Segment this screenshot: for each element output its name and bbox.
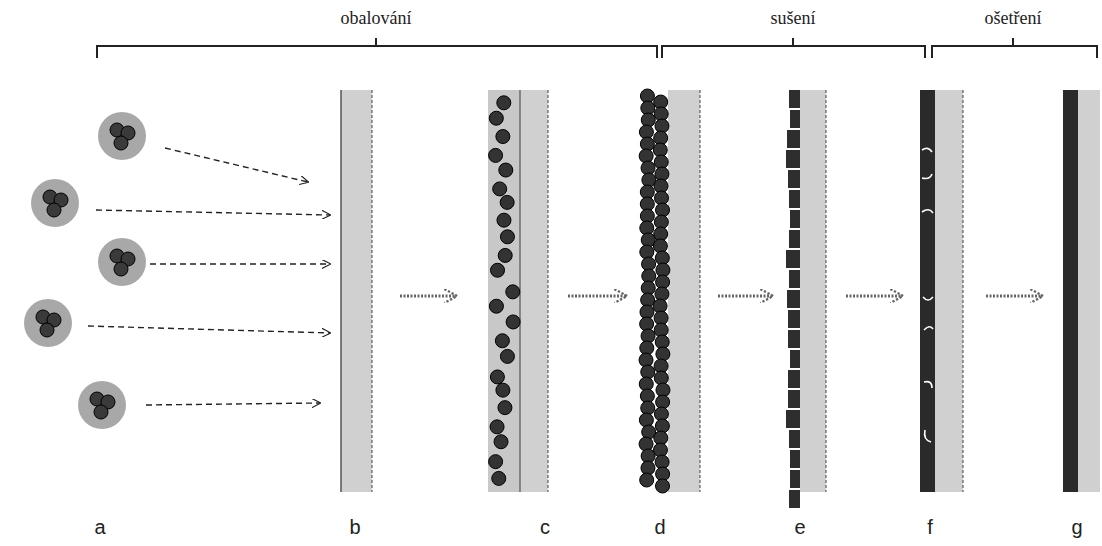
- film-gap: [786, 428, 793, 430]
- particle: [499, 163, 513, 177]
- particle: [47, 203, 61, 217]
- particle: [497, 96, 511, 110]
- film-gap: [788, 408, 795, 410]
- particle: [40, 323, 54, 337]
- binder-droplet: [98, 238, 146, 286]
- particle: [94, 405, 108, 419]
- particle: [495, 334, 509, 348]
- dried-particle-film: [788, 330, 800, 348]
- panel-letter: g: [1071, 516, 1082, 539]
- binder-droplet: [98, 112, 146, 160]
- stage-label: ošetření: [985, 8, 1042, 29]
- stage-bracket: [97, 38, 1097, 58]
- dried-particle-film: [789, 90, 800, 108]
- panel-letter: f: [927, 516, 933, 539]
- dried-particle-film: [787, 290, 800, 308]
- particle: [655, 479, 669, 493]
- particle: [640, 473, 654, 487]
- film-gap: [789, 208, 796, 210]
- dried-particle-film: [786, 150, 800, 168]
- particle: [114, 136, 128, 150]
- dried-particle-film: [789, 190, 800, 208]
- film-gap: [787, 148, 794, 150]
- particle: [497, 213, 511, 227]
- particle: [114, 262, 128, 276]
- dried-particle-film: [790, 210, 800, 228]
- particle: [490, 420, 504, 434]
- panel-letter: d: [654, 516, 665, 539]
- film-gap: [788, 388, 795, 390]
- binder-droplet: [24, 299, 72, 347]
- dried-particle-film: [787, 130, 800, 148]
- particle: [496, 383, 510, 397]
- particle: [500, 230, 514, 244]
- stage-label: obalování: [341, 8, 412, 29]
- dried-particle-film: [790, 450, 800, 468]
- particle: [489, 148, 503, 162]
- stage-label: sušení: [771, 8, 816, 29]
- particle: [489, 299, 503, 313]
- dried-particle-film: [788, 170, 800, 188]
- dried-particle-film: [786, 410, 800, 428]
- dried-particle-film: [789, 230, 800, 248]
- particle: [498, 401, 512, 415]
- substrate-plate: [341, 90, 1100, 492]
- particle: [500, 195, 514, 209]
- particle: [506, 315, 520, 329]
- particles: [24, 89, 800, 508]
- deposition-arrow: [88, 148, 330, 405]
- dried-particle-film: [788, 310, 800, 328]
- particle: [493, 182, 507, 196]
- dried-particle-film: [789, 270, 800, 288]
- panel-letter: b: [349, 516, 360, 539]
- dried-particle-film: [789, 430, 800, 448]
- film-gap: [790, 468, 797, 470]
- dried-particle-film: [786, 250, 800, 268]
- film-gap: [788, 348, 795, 350]
- particle: [489, 111, 503, 125]
- coating-cracks: [922, 148, 933, 442]
- panel-letter: a: [94, 516, 105, 539]
- particle: [500, 349, 514, 363]
- panel-letter: e: [794, 516, 805, 539]
- particle: [492, 471, 506, 485]
- dried-particle-film: [790, 350, 800, 368]
- binder-droplet: [31, 179, 79, 227]
- dried-particle-film: [788, 390, 800, 408]
- dried-particle-film: [789, 490, 800, 508]
- particle: [489, 455, 503, 469]
- cured-coating: [1063, 90, 1078, 492]
- particle: [506, 285, 520, 299]
- particle: [490, 370, 504, 384]
- particle: [494, 435, 508, 449]
- particle: [498, 248, 512, 262]
- panel-letter: c: [540, 516, 550, 539]
- binder-droplet: [78, 381, 126, 429]
- dried-coating: [920, 90, 935, 492]
- particle: [491, 263, 505, 277]
- film-gap: [790, 368, 797, 370]
- particle: [496, 130, 510, 144]
- dried-particle-film: [790, 470, 800, 488]
- dried-particle-film: [788, 370, 800, 388]
- dried-particle-film: [790, 110, 800, 128]
